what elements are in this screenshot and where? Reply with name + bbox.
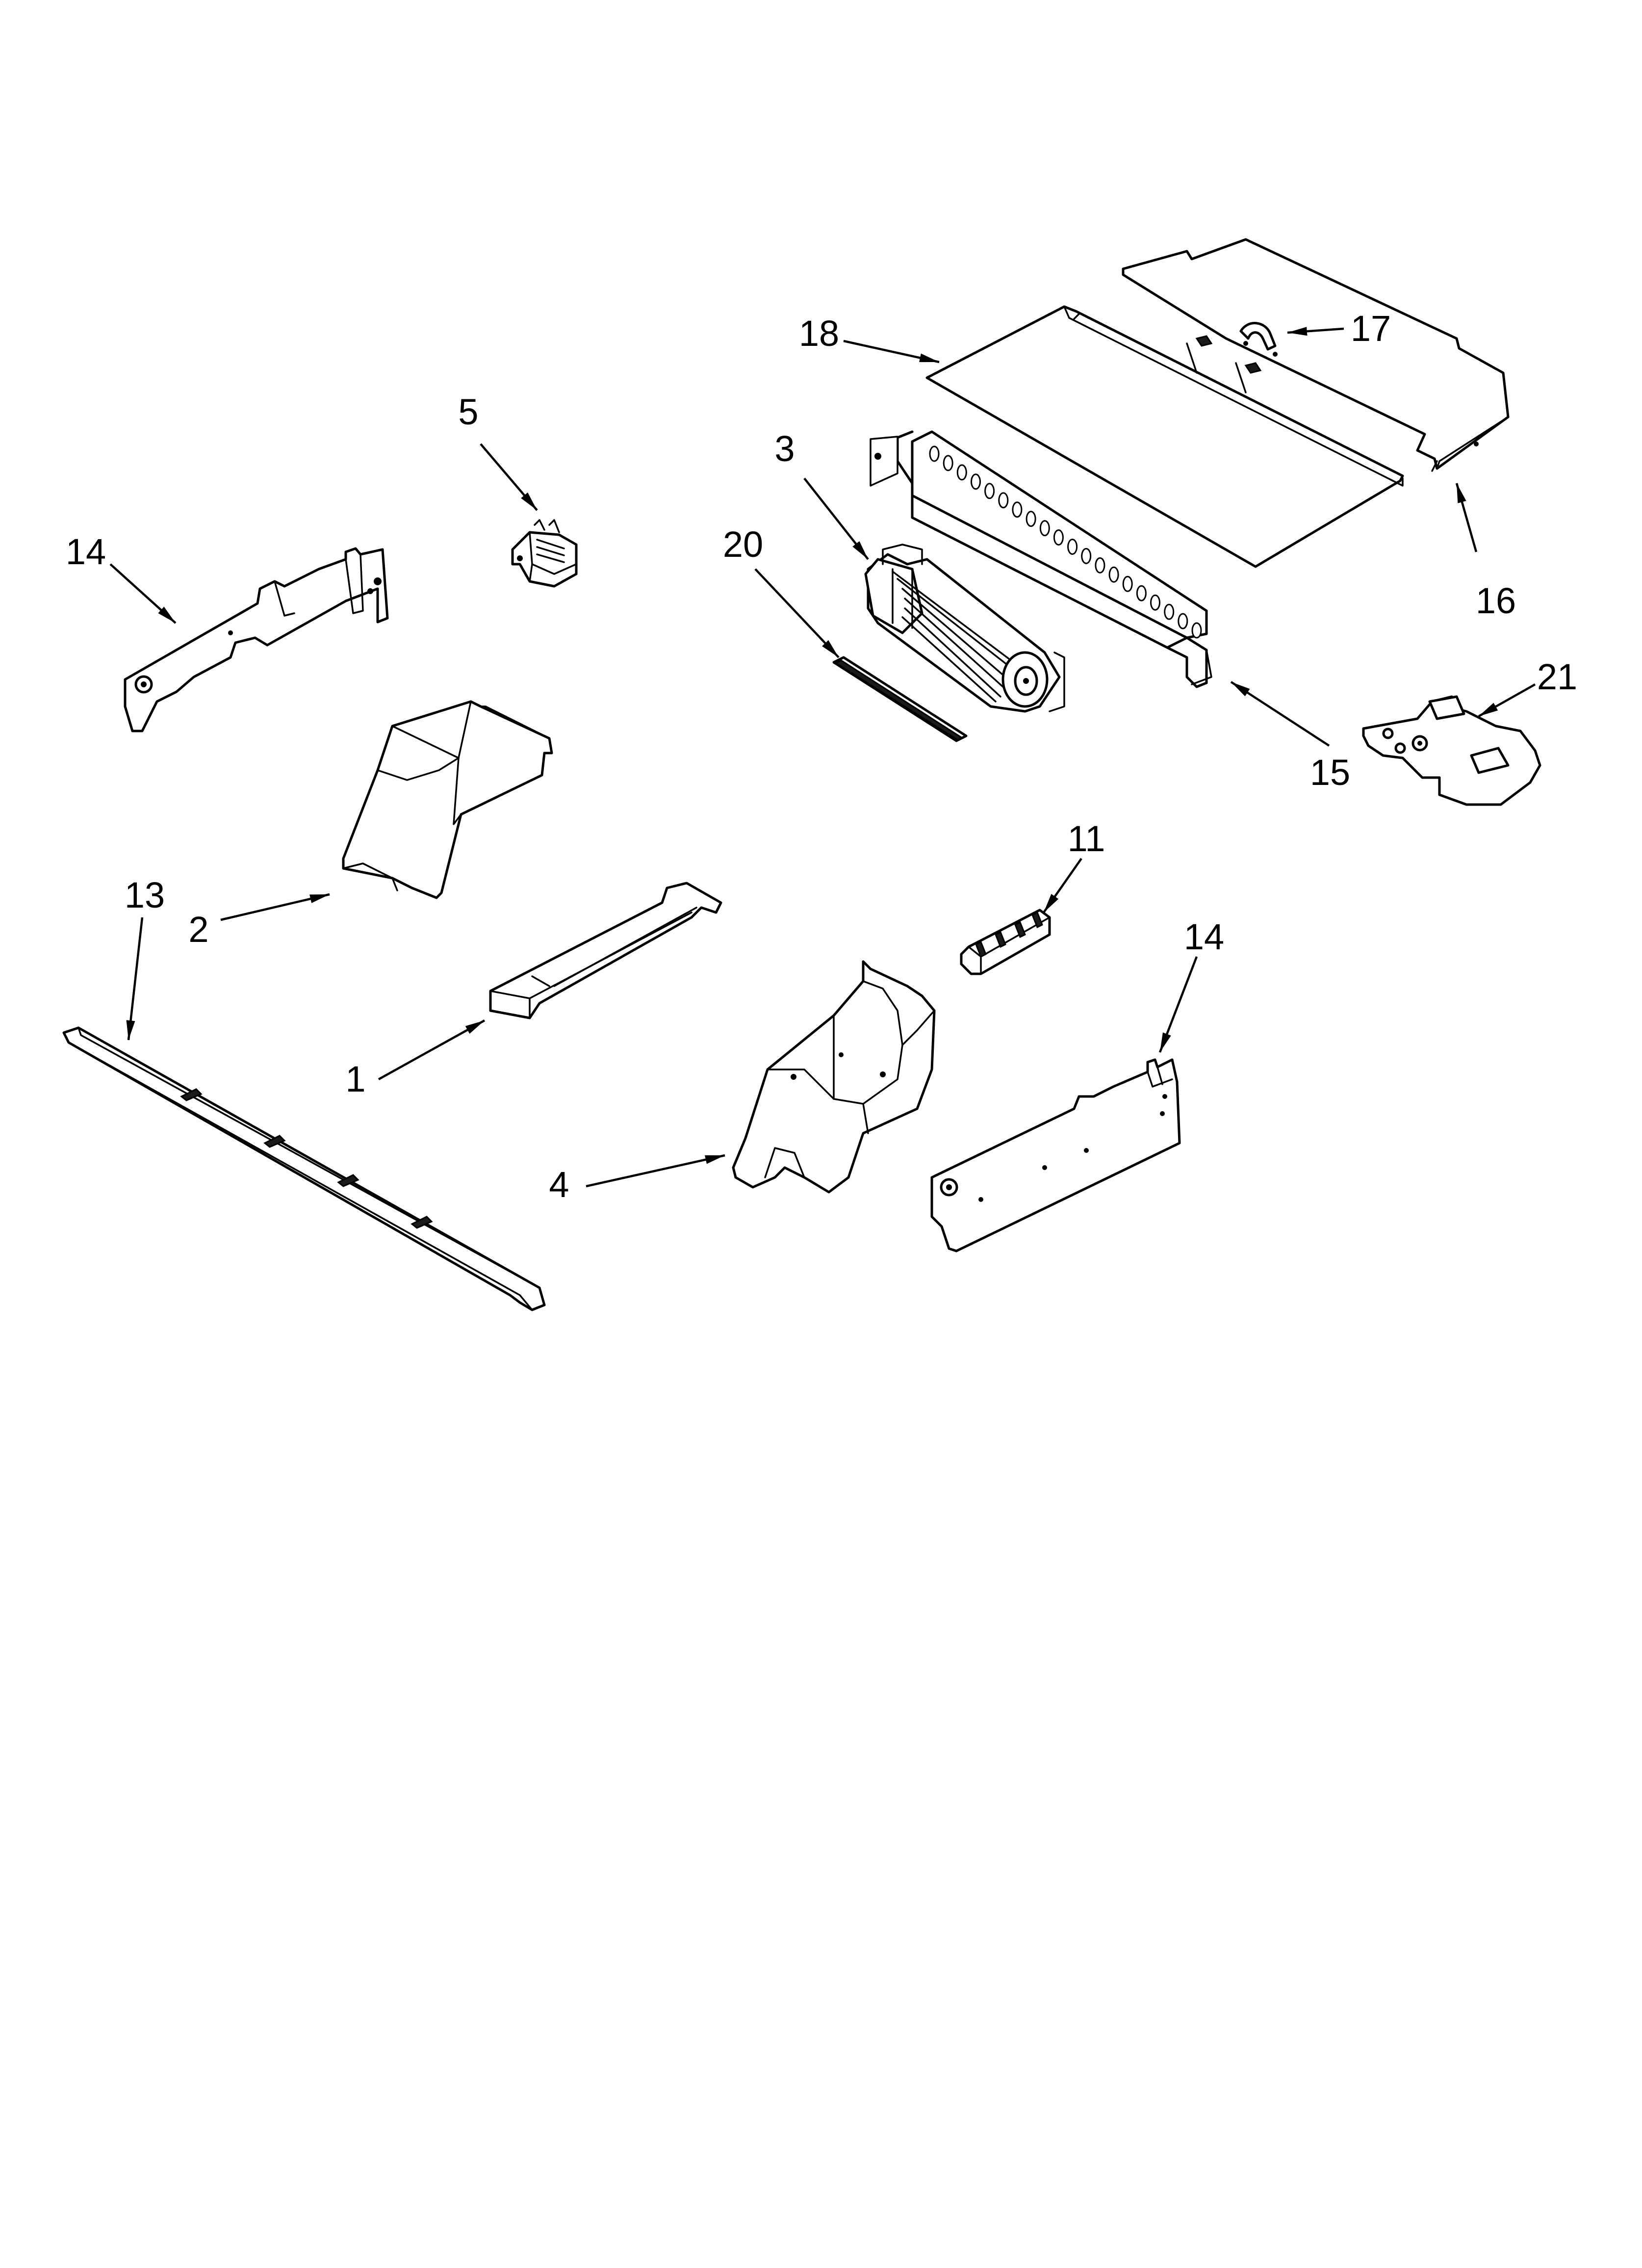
callout-21: 21 [1537,656,1577,697]
bracket-hole [1108,566,1119,583]
part-17-clip [1239,322,1278,357]
callout-17: 17 [1351,308,1391,349]
part-2-duct [342,700,553,899]
callout-2: 2 [188,909,208,950]
part-20-strip [832,656,968,742]
bracket-hole [1081,547,1092,564]
bracket-hole [971,473,981,490]
bracket-hole [1191,622,1202,639]
callout-14-left: 14 [66,531,106,572]
bracket-hole [956,464,967,481]
bracket-hole [1164,603,1175,620]
part-15-perforated-bracket [870,430,1212,688]
bracket-hole [1053,529,1064,546]
callout-20: 20 [723,524,763,565]
leader-11 [1043,858,1082,913]
part-14-side-rail-right [930,1058,1181,1252]
part-5-transformer [511,519,578,588]
bracket-hole [1095,557,1105,574]
leader-15 [1230,681,1330,747]
bracket-holes [929,445,1202,639]
leader-17 [1287,327,1344,336]
bracket-hole [1178,613,1188,629]
part-16-top-panel [1122,238,1510,472]
bracket-hole [984,483,995,499]
part-13-long-rail [62,1026,546,1311]
leader-14a [109,563,177,624]
bracket-hole [1136,585,1147,601]
part-21-plate [1362,695,1541,806]
callout-14-right: 14 [1184,916,1224,957]
part-14-side-rail-left [124,547,389,732]
leader-1 [378,1019,486,1080]
leader-20 [754,568,840,658]
leader-lines [109,327,1536,1188]
callout-16: 16 [1476,580,1516,621]
callout-3: 3 [774,428,795,469]
leader-16 [1455,483,1478,552]
leader-2 [220,893,330,921]
callout-5: 5 [458,391,478,432]
part-4-channel-duct [732,960,936,1194]
leader-13 [126,917,144,1041]
part-1-tray [489,882,722,1019]
callout-1: 1 [345,1059,365,1099]
bracket-hole [943,455,953,471]
leader-21 [1478,683,1536,717]
callout-18: 18 [799,313,839,354]
bracket-hole [1067,539,1078,555]
callout-15: 15 [1310,752,1350,793]
bracket-hole [929,445,940,462]
bracket-hole [1122,575,1133,592]
bracket-hole [1012,501,1023,518]
leader-5 [480,443,538,511]
leader-14b [1158,956,1198,1053]
callout-11: 11 [1068,818,1105,859]
callout-4: 4 [549,1164,569,1205]
bracket-hole [998,492,1009,509]
bracket-hole [1039,520,1050,537]
leader-18 [843,339,940,364]
leader-4 [586,1154,725,1188]
callout-labels: 18 17 16 3 20 5 14 15 21 11 2 13 1 4 14 [66,308,1577,1205]
bracket-hole [1026,511,1036,527]
bracket-hole [1150,594,1160,611]
part-18-flat-panel [925,305,1404,568]
part-11-terminal-block [960,909,1051,975]
leader-3 [803,477,869,560]
callout-13: 13 [125,875,165,915]
part-3-blower-motor [864,544,1065,713]
